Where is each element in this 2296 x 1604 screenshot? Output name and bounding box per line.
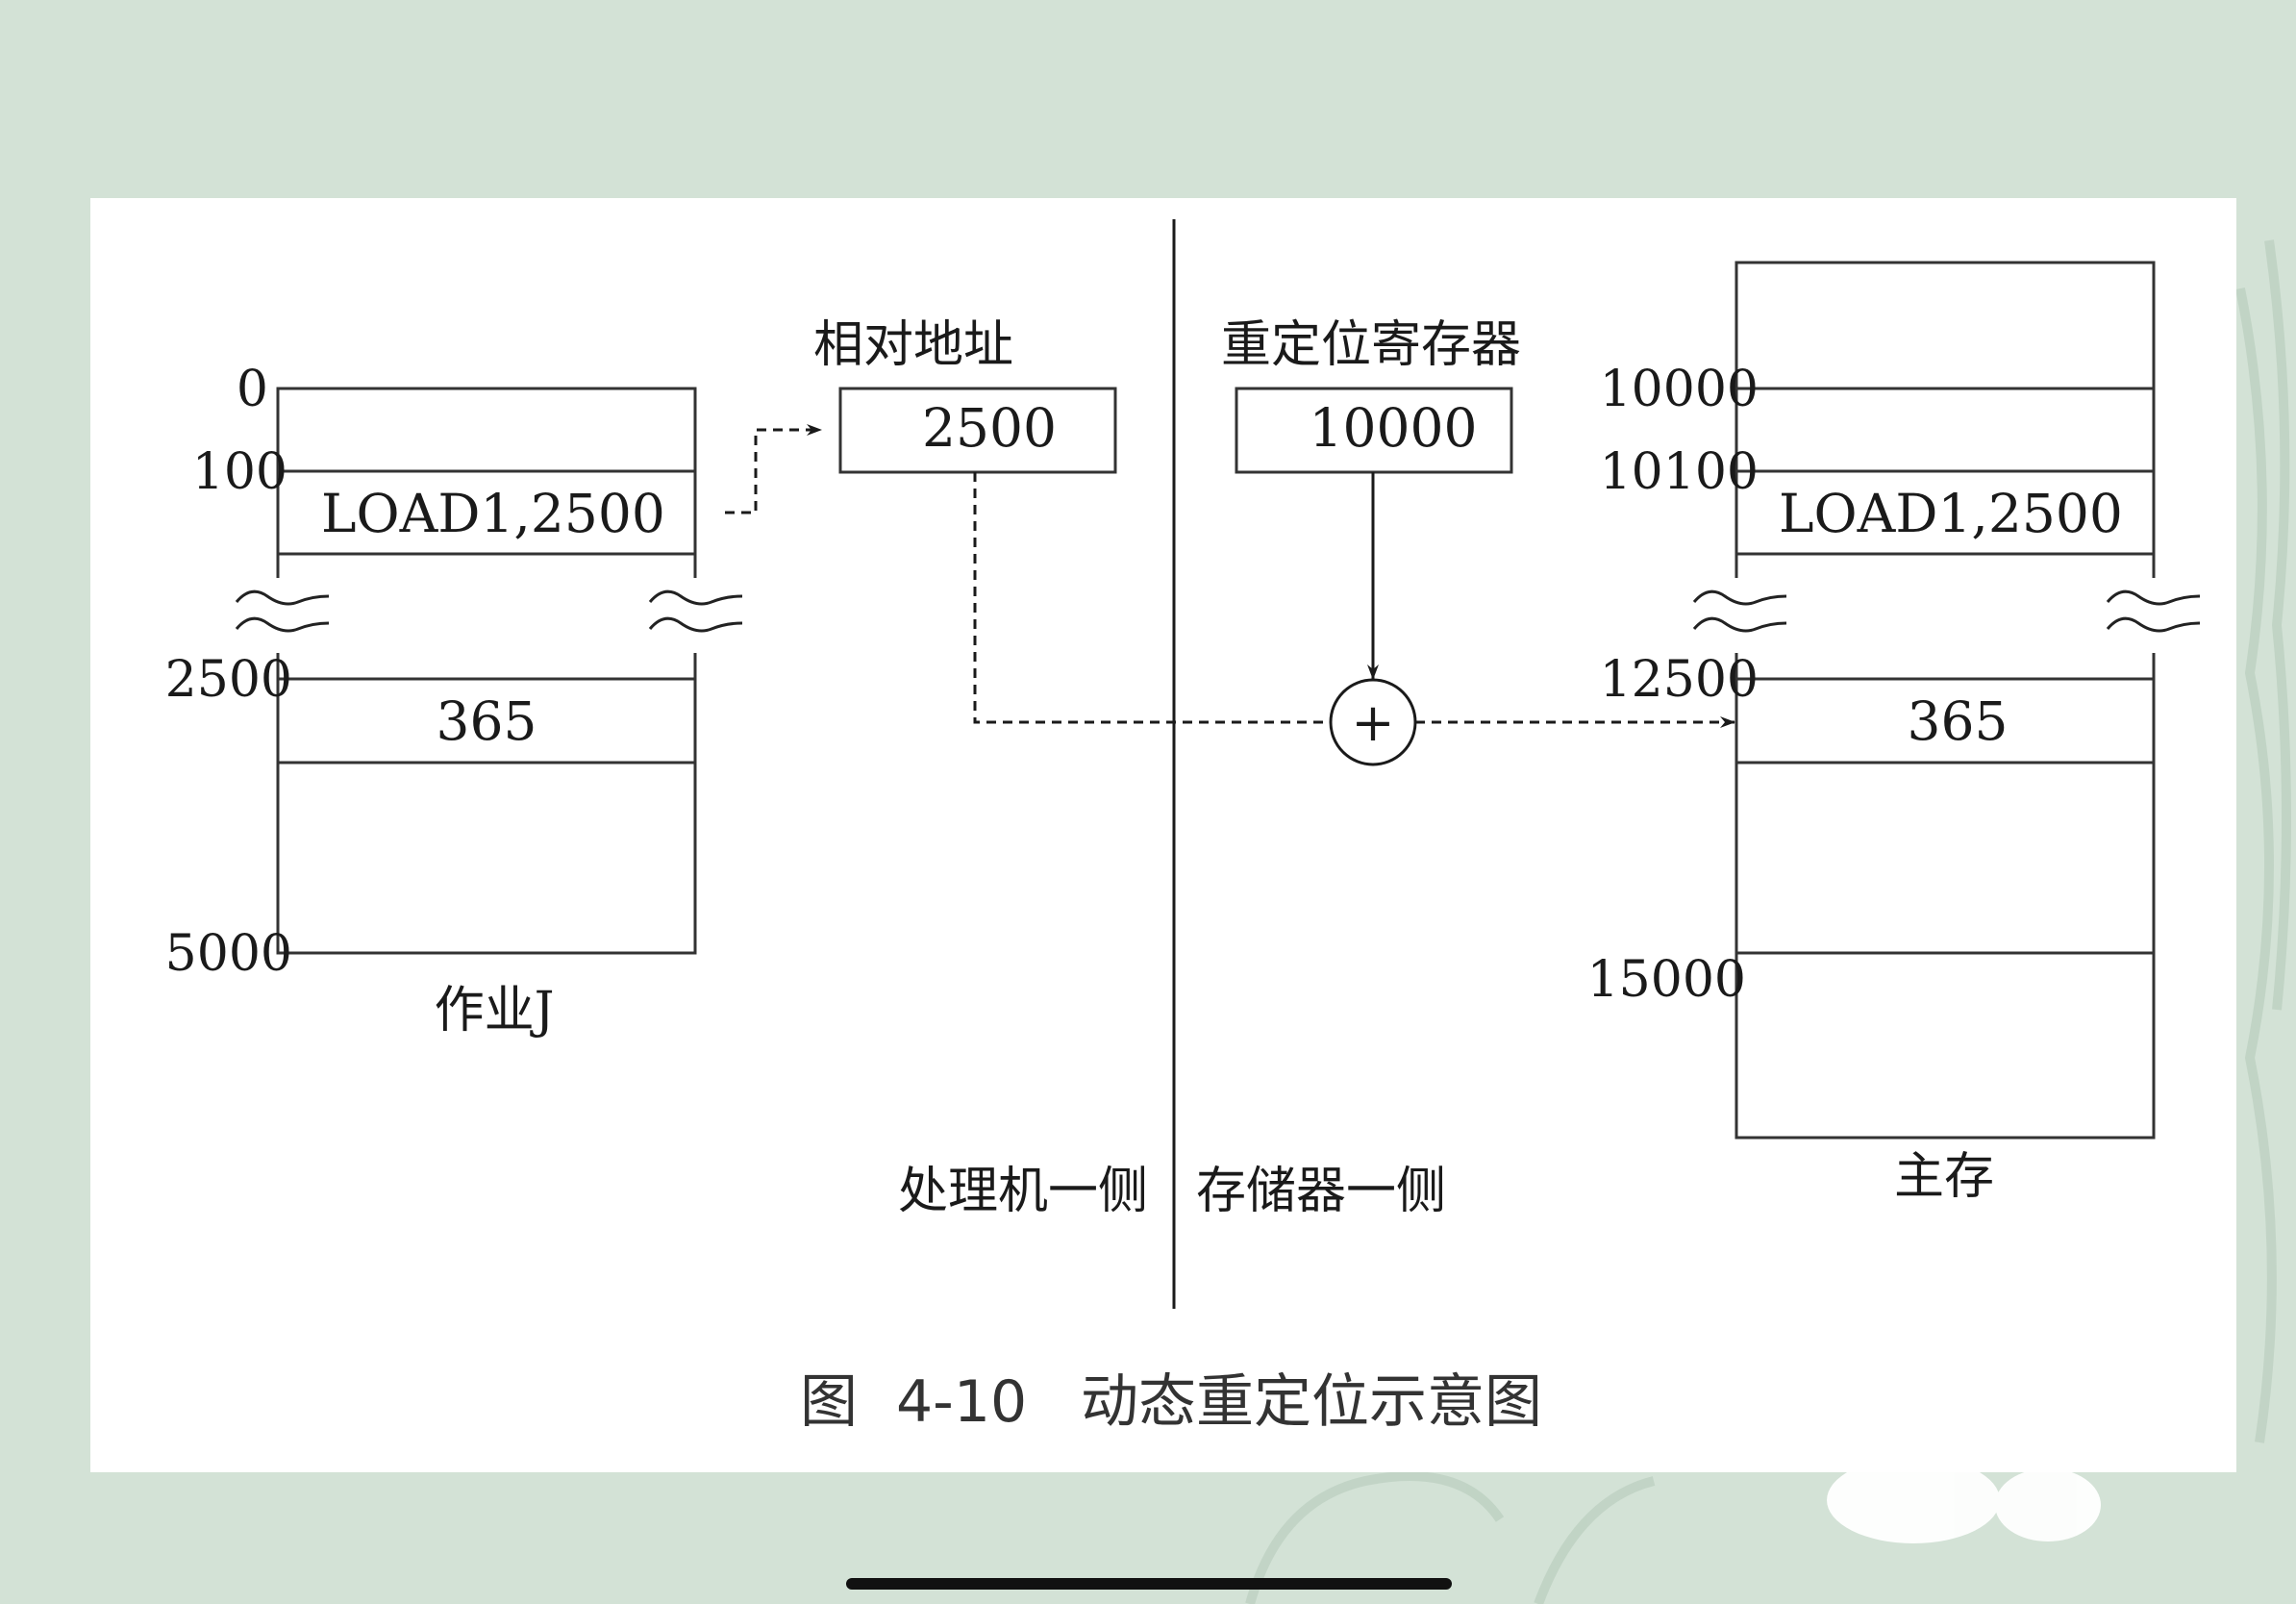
main-memory-block: [1734, 261, 2156, 1140]
relative-address-box: [838, 387, 1117, 474]
relocation-register-value: 10000: [1310, 397, 1478, 459]
job-address-100: 100: [192, 443, 287, 501]
job-data-value: 365: [437, 690, 537, 752]
relocation-register-label: 重定位寄存器: [1221, 316, 1521, 374]
memory-side-label: 存储器一侧: [1196, 1163, 1446, 1220]
relative-to-adder-path: [973, 472, 1331, 724]
job-address-5000: 5000: [165, 925, 292, 983]
job-address-0: 0: [237, 361, 268, 418]
instruction-to-relative-arrow: [725, 424, 822, 514]
memory-data-value: 365: [1908, 690, 2009, 752]
memory-instruction: LOAD1,2500: [1779, 483, 2123, 544]
figure-caption: 图 4-10 动态重定位示意图: [800, 1368, 1542, 1436]
dynamic-relocation-diagram: 0 100 2500 5000 LOAD1,2500 365 作业J 相对地址 …: [165, 219, 2210, 1436]
caption-prefix: 图: [800, 1368, 858, 1436]
relative-address-value: 2500: [922, 397, 1057, 459]
figure-panel: 0 100 2500 5000 LOAD1,2500 365 作业J 相对地址 …: [90, 198, 2236, 1472]
home-indicator[interactable]: [846, 1578, 1452, 1590]
caption-number: 4-10: [896, 1368, 1027, 1436]
processor-side-label: 处理机一侧: [898, 1163, 1148, 1220]
adder-plus-icon: +: [1351, 692, 1394, 753]
job-instruction: LOAD1,2500: [321, 483, 665, 544]
memory-address-10000: 10000: [1600, 361, 1759, 418]
memory-address-12500: 12500: [1600, 651, 1759, 709]
caption-text: 动态重定位示意图: [1081, 1368, 1542, 1436]
memory-break-marks: [1691, 578, 2210, 653]
job-j-block: [276, 387, 697, 955]
job-break-marks: [235, 578, 754, 653]
memory-address-15000: 15000: [1587, 951, 1746, 1009]
job-address-2500: 2500: [165, 651, 292, 709]
memory-address-10100: 10100: [1600, 443, 1759, 501]
job-title: 作业J: [435, 982, 555, 1040]
main-memory-title: 主存: [1894, 1148, 1994, 1206]
relative-address-label: 相对地址: [813, 316, 1013, 374]
